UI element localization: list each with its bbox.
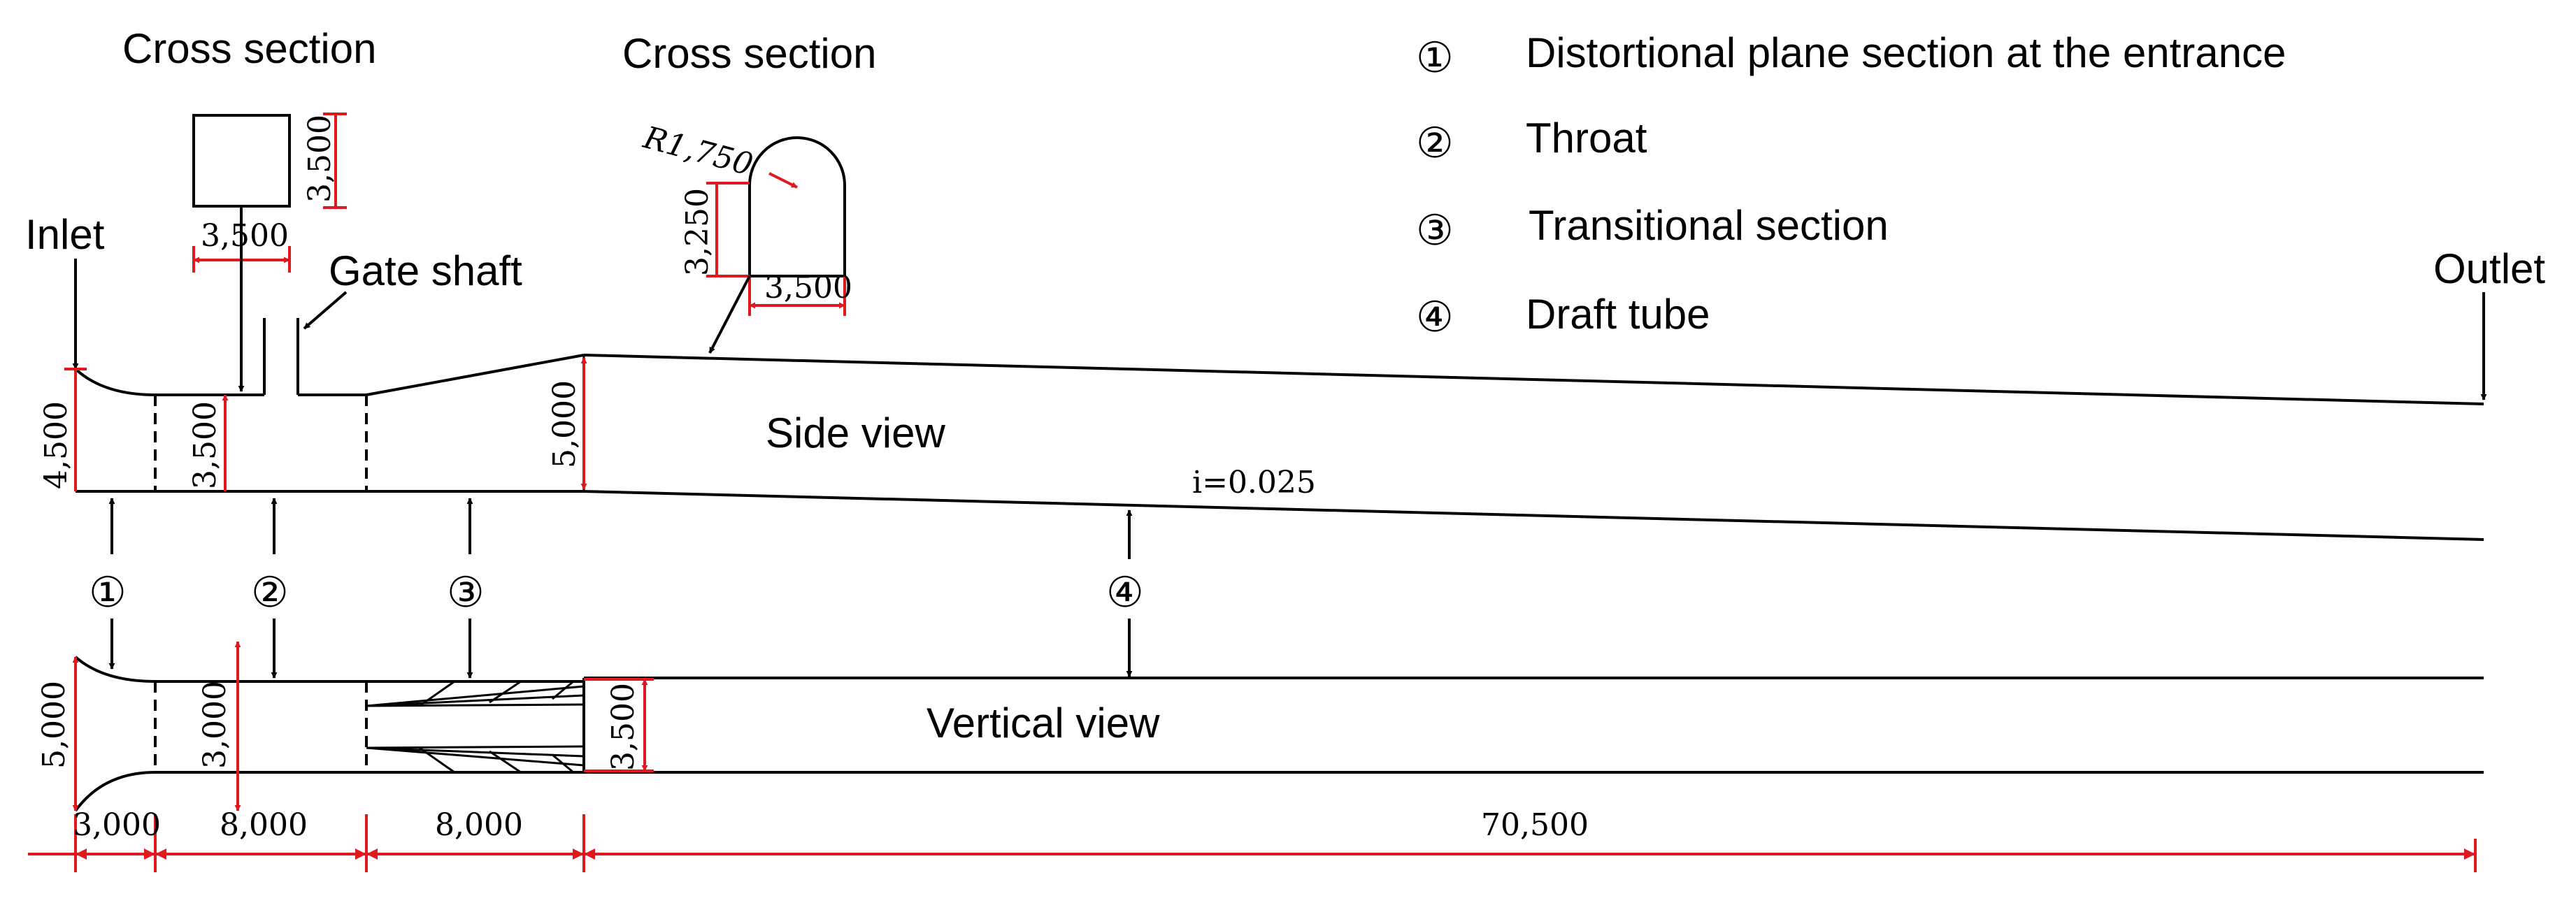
side-view: 4,500 3,500 5,000 Side view i=0.025 (38, 318, 2484, 541)
arch-width-label: 3,500 (764, 270, 852, 305)
arch-section-outline (748, 136, 846, 277)
side-throat-height-label: 3,500 (187, 401, 223, 489)
cross-section-title-right: Cross section (622, 30, 876, 77)
side-view-bottom-tube (583, 490, 2484, 541)
side-view-label: Side view (766, 410, 945, 456)
side-inlet-height-label: 4,500 (38, 401, 74, 489)
length-tube-label: 70,500 (1481, 807, 1589, 843)
section-marker-2: ② (251, 569, 289, 616)
gate-shaft-label: Gate shaft (329, 247, 522, 294)
legend: ① Distortional plane section at the entr… (1416, 29, 2286, 340)
side-view-top-transition (366, 354, 585, 396)
side-outlet-height-label: 5,000 (547, 380, 582, 468)
legend-text-3: Transitional section (1529, 202, 1889, 249)
side-view-inlet-curve (74, 368, 156, 396)
plan-inlet-width-label: 5,000 (36, 681, 72, 769)
slope-label: i=0.025 (1192, 465, 1316, 500)
plan-outlet-width-label: 3,500 (606, 683, 641, 771)
square-cross-section: 3,500 3,500 (192, 113, 347, 392)
vertical-view-label: Vertical view (926, 700, 1160, 746)
outlet-label: Outlet (2433, 245, 2545, 292)
plan-view-inlet-top-curve (74, 656, 156, 683)
length-throat-label: 8,000 (220, 807, 308, 843)
section-markers: ① ② ③ ④ (89, 498, 1144, 679)
legend-marker-1: ① (1416, 34, 1454, 81)
transition-hatching (366, 680, 585, 774)
legend-marker-2: ② (1416, 120, 1454, 166)
section-marker-4: ④ (1106, 569, 1144, 616)
plan-view-inlet-bottom-curve (74, 771, 156, 812)
legend-text-4: Draft tube (1526, 291, 1710, 338)
arch-radius-arrow (768, 172, 798, 189)
square-width-label: 3,500 (201, 218, 289, 254)
plan-throat-width-label: 3,000 (197, 681, 233, 769)
cross-section-title-left: Cross section (122, 25, 376, 72)
gate-shaft-leader (303, 291, 348, 330)
legend-text-1: Distortional plane section at the entran… (1526, 29, 2286, 76)
arch-cross-section: R1,750 3,250 3,500 (639, 120, 852, 354)
square-height-label: 3,500 (302, 115, 338, 203)
square-section-outline (192, 114, 291, 208)
arch-height-label: 3,250 (680, 188, 715, 276)
arch-section-leader (708, 275, 751, 354)
section-marker-3: ③ (447, 569, 485, 616)
legend-marker-3: ③ (1416, 207, 1454, 254)
vertical-view: 5,000 3,000 3,500 Vertical view (36, 641, 2484, 812)
legend-text-2: Throat (1526, 115, 1647, 161)
side-view-top-tube (583, 354, 2484, 405)
inlet-label: Inlet (25, 211, 105, 258)
length-dimensions: 3,000 8,000 8,000 70,500 (28, 807, 2477, 872)
length-transition-label: 8,000 (435, 807, 523, 843)
legend-marker-4: ④ (1416, 294, 1454, 340)
section-marker-1: ① (89, 569, 127, 616)
length-inlet-label: 3,000 (73, 807, 161, 843)
arch-radius-label: R1,750 (639, 120, 757, 183)
